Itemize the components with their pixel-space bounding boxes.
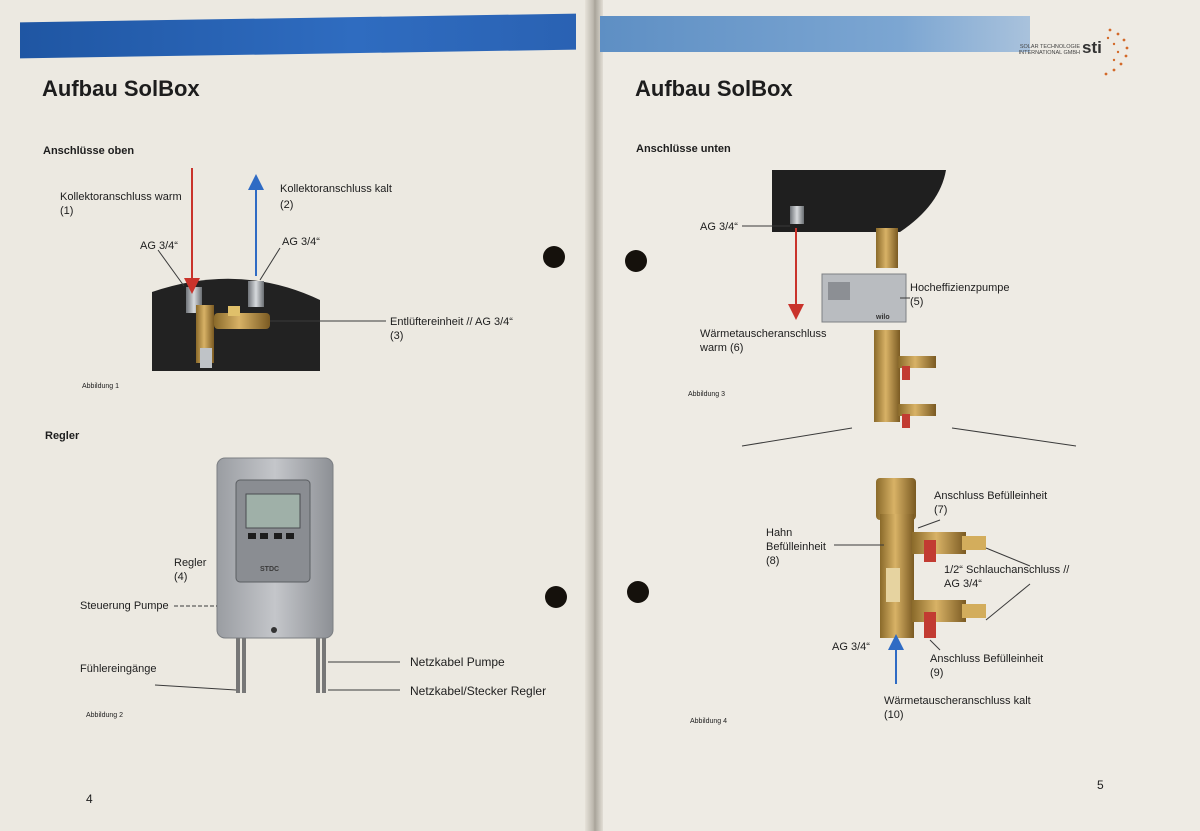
fill-bottom-number: (9) <box>930 666 943 680</box>
figure-4-caption: Abbildung 4 <box>690 718 727 725</box>
section-bottom-heading: Anschlüsse unten <box>636 143 731 155</box>
controller-device <box>217 458 333 693</box>
hose-label-1: 1/2“ Schlauchanschluss // <box>944 563 1069 577</box>
pump-number: (5) <box>910 295 923 309</box>
pump-label: Hocheffizienzpumpe <box>910 281 1009 295</box>
fill-top-label: Anschluss Befülleinheit <box>934 489 1047 503</box>
figure-1-photo <box>152 279 320 371</box>
fill-top-number: (7) <box>934 503 947 517</box>
tap-number: (8) <box>766 554 779 568</box>
hx-cold-number: (10) <box>884 708 904 722</box>
section-top-heading: Anschlüsse oben <box>43 145 134 157</box>
pump-control-label: Steuerung Pumpe <box>80 599 169 613</box>
venting-unit-number: (3) <box>390 329 403 343</box>
collector-cold-number: (2) <box>280 198 293 212</box>
mains-regler-label: Netzkabel/Stecker Regler <box>410 684 546 698</box>
figure-1-caption: Abbildung 1 <box>82 383 119 390</box>
regler-label: Regler <box>174 556 206 570</box>
figure-3-caption: Abbildung 3 <box>688 391 725 398</box>
company-logo-text: SOLAR TECHNOLOGIE INTERNATIONAL GMBH <box>1010 44 1080 56</box>
hx-warm-label: Wärmetauscheranschluss <box>700 327 827 341</box>
collector-warm-number: (1) <box>60 204 73 218</box>
figure-2-caption: Abbildung 2 <box>86 712 123 719</box>
fill-bottom-label: Anschluss Befülleinheit <box>930 652 1043 666</box>
logo-line-2: INTERNATIONAL GMBH <box>1010 50 1080 56</box>
company-logo-mark: sti <box>1082 38 1102 58</box>
hx-cold-label: Wärmetauscheranschluss kalt <box>884 694 1031 708</box>
page-number-right: 5 <box>1097 778 1104 792</box>
hx-warm-label-2: warm (6) <box>700 341 743 355</box>
tap-label-1: Hahn <box>766 526 792 540</box>
ag-bottom-label: AG 3/4“ <box>832 640 870 654</box>
tap-label-2: Befülleinheit <box>766 540 826 554</box>
page-title-right: Aufbau SolBox <box>635 76 793 102</box>
section-regler-heading: Regler <box>45 430 79 442</box>
ag-top-label: AG 3/4“ <box>700 220 738 234</box>
regler-number: (4) <box>174 570 187 584</box>
pump-brand: wilo <box>876 314 890 321</box>
controller-brand: STDC <box>260 566 279 573</box>
ag-right-label: AG 3/4“ <box>282 235 320 249</box>
collector-cold-label: Kollektoranschluss kalt <box>280 182 392 196</box>
logo-dots-icon <box>1105 29 1129 76</box>
ag-left-label: AG 3/4“ <box>140 239 178 253</box>
mains-pump-label: Netzkabel Pumpe <box>410 655 505 669</box>
page-title-left: Aufbau SolBox <box>42 76 200 102</box>
venting-unit-label: Entlüftereinheit // AG 3/4“ <box>390 315 513 329</box>
collector-warm-label: Kollektoranschluss warm <box>60 190 182 204</box>
page-number-left: 4 <box>86 792 93 806</box>
sensor-inputs-label: Fühlereingänge <box>80 662 156 676</box>
hose-label-2: AG 3/4“ <box>944 577 982 591</box>
